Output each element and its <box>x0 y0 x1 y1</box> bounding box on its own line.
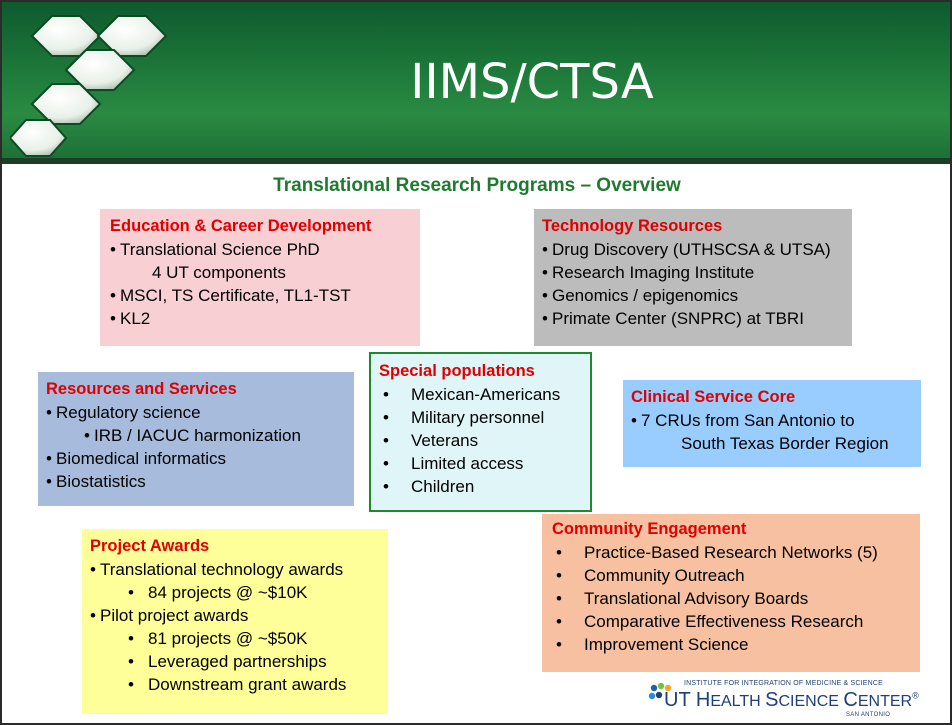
list-item: 7 CRUs from San Antonio to <box>631 409 913 432</box>
logo-tagline: INSTITUTE FOR INTEGRATION OF MEDICINE & … <box>684 680 884 687</box>
list-item: Translational technology awards <box>90 558 380 581</box>
list-item: IRB / IACUC harmonization <box>46 424 346 447</box>
community-heading: Community Engagement <box>552 520 747 538</box>
list-item: Practice-Based Research Networks (5) <box>552 541 910 564</box>
project-list: Translational technology awards 84 proje… <box>90 558 380 696</box>
header-divider <box>2 158 950 164</box>
special-heading: Special populations <box>379 362 535 380</box>
list-item: Military personnel <box>379 406 582 429</box>
list-item: Pilot project awards <box>90 604 380 627</box>
slide-subtitle: Translational Research Programs – Overvi… <box>273 175 681 196</box>
list-item: Downstream grant awards <box>90 673 380 696</box>
technology-list: Drug Discovery (UTHSCSA & UTSA) Research… <box>542 238 844 330</box>
list-item: Primate Center (SNPRC) at TBRI <box>542 307 844 330</box>
community-list: Practice-Based Research Networks (5) Com… <box>552 541 910 656</box>
hexagon-shape <box>10 119 68 157</box>
resources-list: Regulatory science IRB / IACUC harmoniza… <box>46 401 346 493</box>
list-item: Biostatistics <box>46 470 346 493</box>
logo-dots-icon <box>648 682 672 700</box>
education-list: Translational Science PhD 4 UT component… <box>110 238 410 330</box>
list-item: Improvement Science <box>552 633 910 656</box>
list-item: Mexican-Americans <box>379 383 582 406</box>
hexagon-logo-icon <box>10 15 168 157</box>
slide-title: IIMS/CTSA <box>410 54 654 110</box>
logo-location: SAN ANTONIO <box>846 712 891 718</box>
special-populations-box: Special populations Mexican-Americans Mi… <box>369 352 592 512</box>
education-box: Education & Career Development Translati… <box>100 209 420 346</box>
resources-heading: Resources and Services <box>46 380 237 398</box>
list-item: Community Outreach <box>552 564 910 587</box>
list-item: 4 UT components <box>152 263 286 282</box>
list-item: Regulatory science <box>46 401 346 424</box>
list-item: Comparative Effectiveness Research <box>552 610 910 633</box>
clinical-list: 7 CRUs from San Antonio to South Texas B… <box>631 409 913 455</box>
list-item: Translational Science PhD <box>110 238 410 261</box>
ut-health-science-center-logo: INSTITUTE FOR INTEGRATION OF MEDICINE & … <box>646 678 946 723</box>
list-item: KL2 <box>110 307 410 330</box>
list-item: Research Imaging Institute <box>542 261 844 284</box>
list-item: Drug Discovery (UTHSCSA & UTSA) <box>542 238 844 261</box>
technology-heading: Technology Resources <box>542 217 723 235</box>
technology-box: Technology Resources Drug Discovery (UTH… <box>534 209 852 346</box>
list-item: Leveraged partnerships <box>90 650 380 673</box>
list-item: 84 projects @ ~$10K <box>90 581 380 604</box>
resources-box: Resources and Services Regulatory scienc… <box>38 372 354 506</box>
education-heading: Education & Career Development <box>110 217 372 235</box>
community-engagement-box: Community Engagement Practice-Based Rese… <box>542 514 920 672</box>
header-banner: IIMS/CTSA <box>2 2 950 162</box>
list-item: Children <box>379 475 582 498</box>
logo-name: UT HEALTH SCIENCE CENTER® <box>664 689 919 711</box>
clinical-service-box: Clinical Service Core 7 CRUs from San An… <box>623 380 921 467</box>
list-item: 81 projects @ ~$50K <box>90 627 380 650</box>
project-heading: Project Awards <box>90 537 210 555</box>
clinical-heading: Clinical Service Core <box>631 388 796 406</box>
list-item: MSCI, TS Certificate, TL1-TST <box>110 284 410 307</box>
list-item: Biomedical informatics <box>46 447 346 470</box>
list-item: Veterans <box>379 429 582 452</box>
project-awards-box: Project Awards Translational technology … <box>82 529 388 714</box>
list-item: Limited access <box>379 452 582 475</box>
special-list: Mexican-Americans Military personnel Vet… <box>379 383 582 498</box>
list-item: Translational Advisory Boards <box>552 587 910 610</box>
list-item: Genomics / epigenomics <box>542 284 844 307</box>
list-item: South Texas Border Region <box>681 434 889 453</box>
